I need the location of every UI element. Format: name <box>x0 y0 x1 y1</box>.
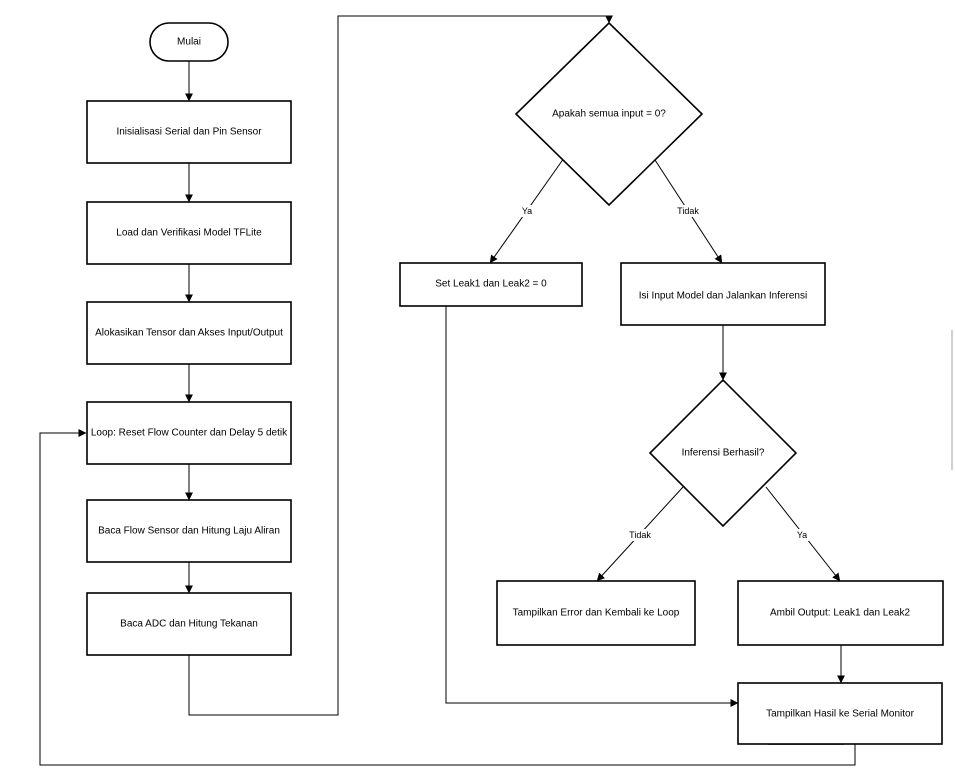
edge-label-inference-yes-text: Ya <box>797 530 807 540</box>
edge-label-inference-no: Tidak <box>627 529 653 541</box>
show-result-box <box>737 682 943 745</box>
show-error-label: Tampilkan Error dan Kembali ke Loop <box>513 608 680 619</box>
edge-show-result-to-loop <box>39 429 856 766</box>
init-node: Inisialisasi Serial dan Pin Sensor <box>86 100 292 164</box>
set-zero-label: Set Leak1 dan Leak2 = 0 <box>435 279 547 290</box>
edge-label-zero-yes-text: Ya <box>522 206 532 216</box>
edges <box>39 15 953 766</box>
get-output-box <box>737 580 944 646</box>
edge-label-inference-yes-bg <box>794 529 810 541</box>
edge-label-zero-yes: Ya <box>519 205 535 217</box>
edge-label-inference-no-bg <box>627 529 653 541</box>
loop-node: Loop: Reset Flow Counter dan Delay 5 det… <box>86 401 292 465</box>
run-inference-label: Isi Input Model dan Jalankan Inferensi <box>639 291 807 302</box>
start-label: Mulai <box>177 37 201 48</box>
run-inference-box <box>620 262 826 326</box>
start-terminator <box>149 22 229 62</box>
show-error-node: Tampilkan Error dan Kembali ke Loop <box>496 580 696 646</box>
check-inference-node: Inferensi Berhasil? <box>648 378 798 528</box>
get-output-label: Ambil Output: Leak1 dan Leak2 <box>770 608 911 619</box>
check-zero-diamond <box>514 21 704 207</box>
check-zero-label: Apakah semua input = 0? <box>552 109 666 120</box>
set-zero-node: Set Leak1 dan Leak2 = 0 <box>399 262 583 307</box>
alloc-label: Alokasikan Tensor dan Akses Input/Output <box>95 328 283 339</box>
load-model-node: Load dan Verifikasi Model TFLite <box>86 201 292 265</box>
loop-label: Loop: Reset Flow Counter dan Delay 5 det… <box>91 428 288 439</box>
edge-label-zero-no: Tidak <box>675 205 701 217</box>
read-adc-node: Baca ADC dan Hitung Tekanan <box>86 592 292 656</box>
start-node: Mulai <box>149 22 229 62</box>
edge-label-zero-yes-bg <box>519 205 535 217</box>
read-flow-box <box>86 499 292 563</box>
read-flow-label: Baca Flow Sensor dan Hitung Laju Aliran <box>98 526 280 537</box>
load-model-box <box>86 201 292 265</box>
show-error-box <box>496 580 696 646</box>
init-label: Inisialisasi Serial dan Pin Sensor <box>116 127 262 138</box>
loop-box <box>86 401 292 465</box>
read-flow-node: Baca Flow Sensor dan Hitung Laju Aliran <box>86 499 292 563</box>
check-inference-label: Inferensi Berhasil? <box>682 448 765 459</box>
show-result-node: Tampilkan Hasil ke Serial Monitor <box>737 682 943 745</box>
show-result-label: Tampilkan Hasil ke Serial Monitor <box>766 709 915 720</box>
edge-read-adc-to-check-zero <box>188 15 613 716</box>
check-zero-node: Apakah semua input = 0? <box>514 21 704 207</box>
edge-label-zero-no-bg <box>675 205 701 217</box>
get-output-node: Ambil Output: Leak1 dan Leak2 <box>737 580 944 646</box>
edge-label-inference-no-text: Tidak <box>629 530 651 540</box>
edge-label-zero-no-text: Tidak <box>677 206 699 216</box>
set-zero-box <box>399 262 583 307</box>
init-box <box>86 100 292 164</box>
edge-label-inference-yes: Ya <box>794 529 810 541</box>
edge-set-zero-to-show-result <box>445 306 739 707</box>
check-inference-diamond <box>648 378 798 528</box>
load-model-label: Load dan Verifikasi Model TFLite <box>116 228 262 239</box>
read-adc-label: Baca ADC dan Hitung Tekanan <box>120 619 258 630</box>
alloc-box <box>86 301 292 365</box>
read-adc-box <box>86 592 292 656</box>
run-inference-node: Isi Input Model dan Jalankan Inferensi <box>620 262 826 326</box>
alloc-node: Alokasikan Tensor dan Akses Input/Output <box>86 301 292 365</box>
